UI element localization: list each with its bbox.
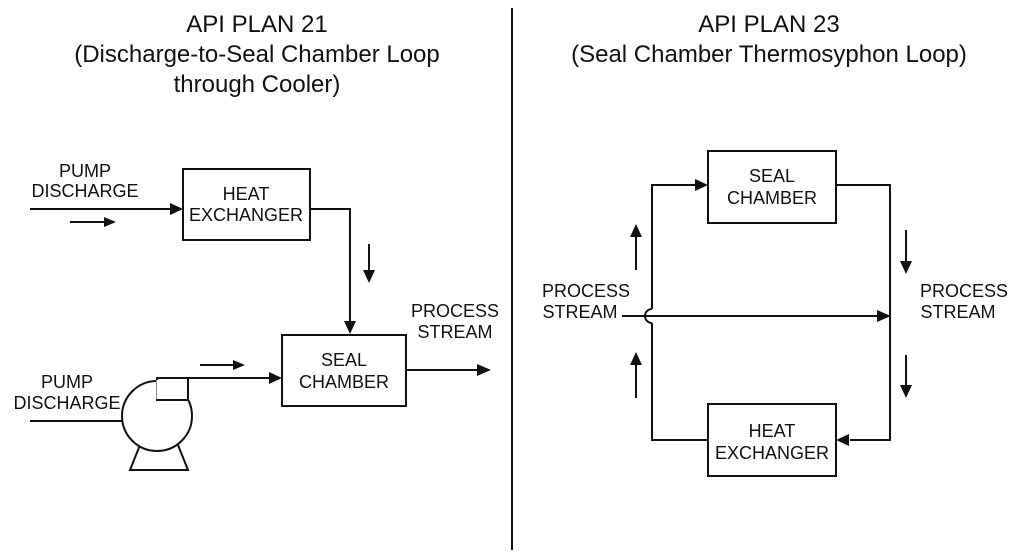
flow-arrow-icon [877, 310, 891, 322]
flow-arrow-icon [695, 179, 708, 191]
cooler-to-seal-line [310, 208, 351, 322]
pump-discharge-bottom-label-1: PUMP [41, 372, 93, 392]
plan-21-subtitle-line2: through Cooler) [174, 71, 341, 98]
flow-arrow-icon [900, 261, 912, 274]
process-stream-in-label-2: STREAM [542, 302, 617, 322]
plan-23-subtitle: (Seal Chamber Thermosyphon Loop) [571, 41, 967, 68]
pump-discharge-top-label-1: PUMP [59, 161, 111, 181]
flow-arrow-icon [104, 217, 116, 227]
flow-arrow-icon [900, 385, 912, 398]
seal-to-cooler-line [836, 184, 891, 441]
seal-chamber-box [707, 150, 837, 224]
flow-arrow-icon [477, 364, 491, 376]
flow-arrow-icon [363, 270, 375, 283]
flow-arrow-icon [836, 434, 849, 446]
pump-discharge-bottom-label-2: DISCHARGE [13, 393, 120, 413]
seal-chamber-label-2: CHAMBER [727, 188, 817, 208]
flow-arrow-icon [170, 203, 183, 215]
flow-arrow-icon [344, 321, 356, 334]
plan-21-subtitle-line1: (Discharge-to-Seal Chamber Loop [74, 41, 440, 68]
flow-arrow-icon [269, 372, 282, 384]
seal-chamber-label-1: SEAL [749, 166, 795, 186]
seal-chamber-label-2: CHAMBER [299, 372, 389, 392]
seal-chamber-label-1: SEAL [321, 350, 367, 370]
plan-23-title: API PLAN 23 [698, 11, 839, 38]
heat-exchanger-box [707, 403, 837, 477]
process-stream-in-label-1: PROCESS [542, 281, 630, 301]
flow-arrow-icon [630, 352, 642, 365]
flow-arrow-icon [630, 224, 642, 237]
seal-chamber-box [281, 334, 407, 407]
plan-21-title: API PLAN 21 [186, 11, 327, 38]
heat-exchanger-label-2: EXCHANGER [189, 205, 303, 225]
plan-23-panel: API PLAN 23 (Seal Chamber Thermosyphon L… [542, 11, 1008, 477]
cooler-return-line-upper [651, 184, 695, 309]
heat-exchanger-label-1: HEAT [749, 421, 796, 441]
plan-21-panel: API PLAN 21 (Discharge-to-Seal Chamber L… [13, 11, 499, 471]
process-stream-out-label-1: PROCESS [920, 281, 1008, 301]
flow-arrow-icon [233, 360, 245, 370]
heat-exchanger-label-1: HEAT [223, 184, 270, 204]
process-stream-label-2: STREAM [417, 322, 492, 342]
heat-exchanger-box [182, 168, 311, 241]
heat-exchanger-label-2: EXCHANGER [715, 443, 829, 463]
pump-discharge-top-label-2: DISCHARGE [31, 181, 138, 201]
centrifugal-pump-icon [121, 377, 193, 471]
process-stream-label-1: PROCESS [411, 301, 499, 321]
process-stream-out-label-2: STREAM [920, 302, 995, 322]
cooler-return-line-lower [651, 323, 708, 441]
